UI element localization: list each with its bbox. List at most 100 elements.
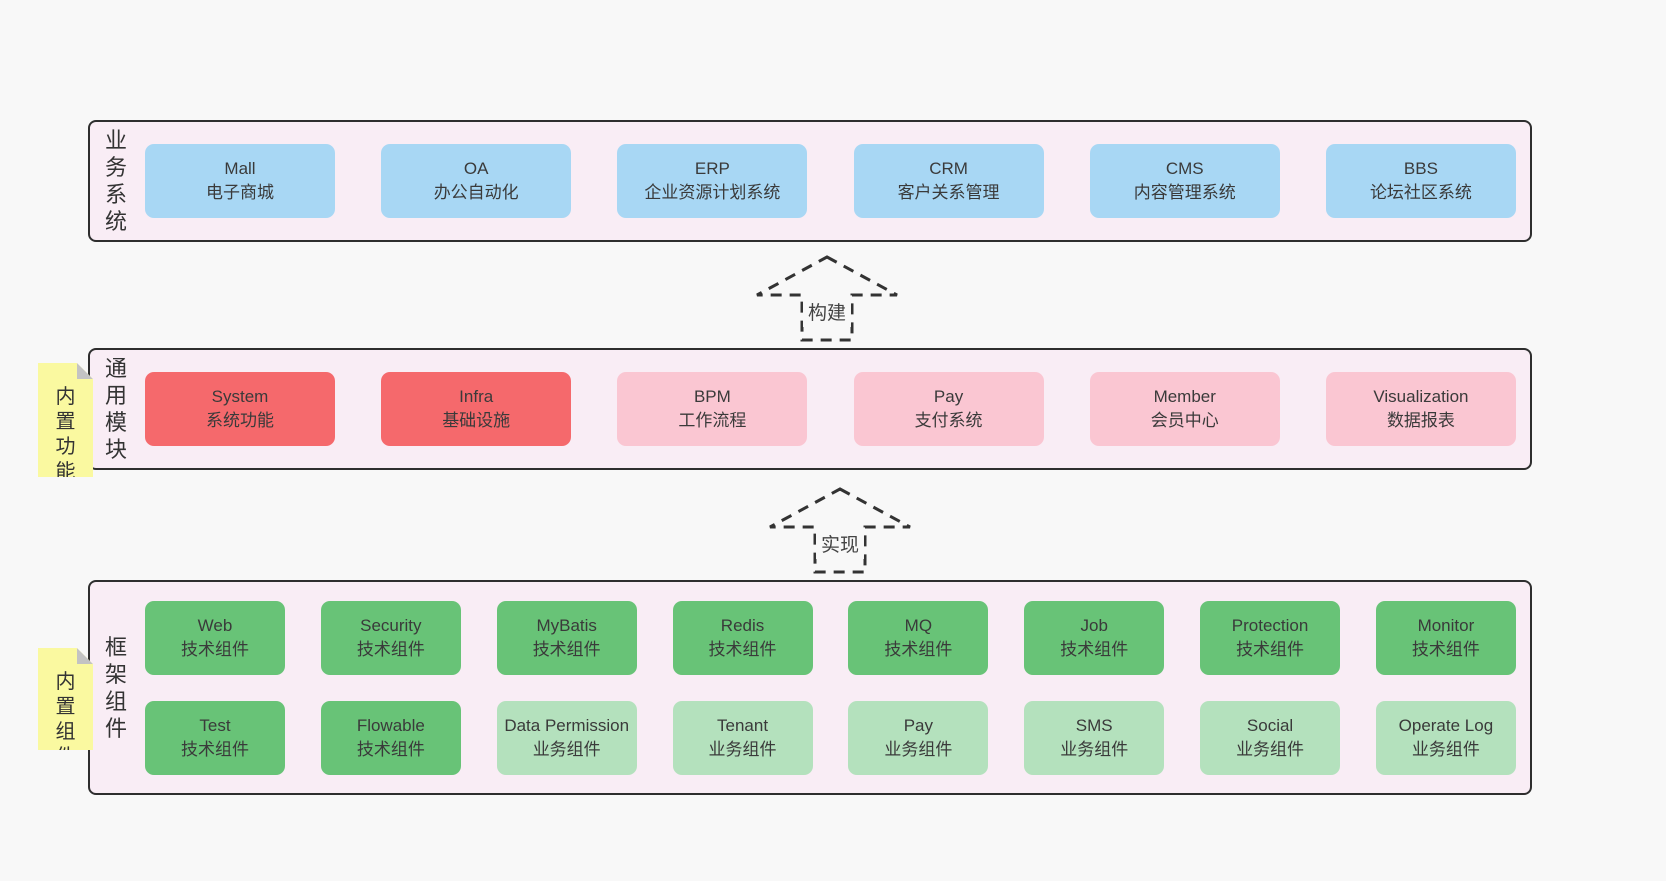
up-arrow-implement: 实现 [765, 486, 915, 576]
box-subtitle: 技术组件 [1060, 639, 1129, 659]
box-title: MQ [904, 615, 933, 635]
box-title: Mall [224, 159, 256, 178]
panel-components-label: 框架组件 [104, 634, 127, 741]
box-title: Redis [720, 615, 765, 635]
box-flowable: Flowable 技术组件 [320, 700, 461, 775]
box-subtitle: 技术组件 [1236, 639, 1305, 659]
box-title: Pay [903, 715, 934, 735]
box-pay-module: Pay 支付系统 [853, 372, 1044, 446]
box-title: Visualization [1373, 387, 1469, 406]
arrow-implement-label: 实现 [815, 528, 865, 559]
box-subtitle: 系统功能 [206, 411, 274, 430]
box-title: Tenant [717, 715, 769, 735]
box-title: Test [199, 715, 231, 735]
up-arrow-icon [769, 487, 911, 574]
box-mq: MQ 技术组件 [848, 600, 989, 675]
box-subtitle: 论坛社区系统 [1369, 183, 1472, 202]
up-arrow-build: 构建 [752, 254, 902, 344]
sticky-note-label: 内置功能 [55, 386, 76, 483]
box-visualization: Visualization 数据报表 [1325, 372, 1516, 446]
box-system: System 系统功能 [145, 372, 335, 446]
box-title: Data Permission [504, 715, 630, 735]
box-subtitle: 技术组件 [356, 639, 425, 659]
box-title: ERP [694, 159, 730, 178]
box-subtitle: 技术组件 [356, 739, 425, 759]
box-data-permission: Data Permission 业务组件 [496, 700, 637, 775]
box-subtitle: 支付系统 [914, 411, 983, 430]
box-subtitle: 业务组件 [1060, 739, 1129, 759]
box-redis: Redis 技术组件 [672, 600, 813, 675]
box-monitor: Monitor 技术组件 [1375, 600, 1516, 675]
up-arrow-icon [756, 255, 898, 342]
box-title: BBS [1403, 159, 1438, 178]
box-subtitle: 业务组件 [532, 739, 601, 759]
box-subtitle: 业务组件 [884, 739, 953, 759]
box-crm: CRM 客户关系管理 [853, 144, 1044, 218]
box-bpm: BPM 工作流程 [617, 372, 808, 446]
box-subtitle: 业务组件 [708, 739, 777, 759]
box-subtitle: 业务组件 [1411, 739, 1480, 759]
box-subtitle: 工作流程 [678, 411, 747, 430]
box-subtitle: 技术组件 [884, 639, 953, 659]
box-subtitle: 技术组件 [1411, 639, 1480, 659]
box-subtitle: 业务组件 [1236, 739, 1305, 759]
arrow-build-label: 构建 [802, 296, 852, 327]
box-title: Pay [933, 387, 964, 406]
business-boxes-row: Mall 电子商城 OA 办公自动化 ERP 企业资源计划系统 CRM 客户关系… [145, 144, 1516, 218]
box-mall: Mall 电子商城 [145, 144, 335, 218]
box-title: CMS [1165, 159, 1204, 178]
box-bbs: BBS 论坛社区系统 [1325, 144, 1516, 218]
box-subtitle: 基础设施 [442, 411, 511, 430]
box-subtitle: 技术组件 [181, 639, 249, 659]
box-title: Flowable [356, 715, 425, 735]
box-title: Monitor [1417, 615, 1475, 635]
components-row-1: Web 技术组件 Security 技术组件 MyBatis 技术组件 Redi… [145, 600, 1516, 675]
sticky-note-label: 内置组件 [55, 671, 76, 768]
box-title: Infra [459, 387, 494, 406]
box-pay-component: Pay 业务组件 [848, 700, 989, 775]
box-job: Job 技术组件 [1024, 600, 1165, 675]
box-tenant: Tenant 业务组件 [672, 700, 813, 775]
panel-framework-components: 框架组件 Web 技术组件 Security 技术组件 MyBatis 技术组件… [88, 580, 1532, 795]
box-oa: OA 办公自动化 [381, 144, 572, 218]
box-subtitle: 内容管理系统 [1133, 183, 1236, 202]
box-subtitle: 办公自动化 [433, 183, 519, 202]
box-cms: CMS 内容管理系统 [1089, 144, 1280, 218]
sticky-note-builtin-features: 内置功能 [38, 363, 93, 477]
box-title: Security [360, 615, 422, 635]
box-title: Web [197, 615, 233, 635]
box-title: BPM [693, 387, 731, 406]
panel-business-label: 业务系统 [104, 128, 127, 234]
box-web: Web 技术组件 [145, 600, 285, 675]
box-title: Social [1246, 715, 1294, 735]
box-subtitle: 客户关系管理 [897, 183, 1000, 202]
box-mybatis: MyBatis 技术组件 [496, 600, 637, 675]
box-sms: SMS 业务组件 [1024, 700, 1165, 775]
box-title: Member [1153, 387, 1216, 406]
box-security: Security 技术组件 [320, 600, 461, 675]
box-title: System [211, 387, 269, 406]
box-erp: ERP 企业资源计划系统 [617, 144, 808, 218]
box-title: CRM [929, 159, 968, 178]
box-title: Job [1080, 615, 1108, 635]
box-subtitle: 数据报表 [1386, 411, 1455, 430]
box-protection: Protection 技术组件 [1200, 600, 1341, 675]
modules-boxes-row: System 系统功能 Infra 基础设施 BPM 工作流程 Pay 支付系统… [145, 372, 1516, 446]
panel-modules-label: 通用模块 [104, 356, 127, 462]
box-title: Protection [1231, 615, 1309, 635]
box-infra: Infra 基础设施 [381, 372, 572, 446]
box-subtitle: 技术组件 [708, 639, 777, 659]
box-subtitle: 技术组件 [532, 639, 601, 659]
sticky-note-builtin-components: 内置组件 [38, 648, 93, 750]
panel-business-systems: 业务系统 Mall 电子商城 OA 办公自动化 ERP 企业资源计划系统 CRM… [88, 120, 1532, 242]
box-subtitle: 企业资源计划系统 [644, 183, 781, 202]
box-title: OA [463, 159, 489, 178]
box-test: Test 技术组件 [145, 700, 285, 775]
box-subtitle: 电子商城 [206, 183, 274, 202]
box-subtitle: 技术组件 [181, 739, 249, 759]
components-row-2: Test 技术组件 Flowable 技术组件 Data Permission … [145, 700, 1516, 775]
box-social: Social 业务组件 [1200, 700, 1341, 775]
panel-common-modules: 通用模块 System 系统功能 Infra 基础设施 BPM 工作流程 Pay… [88, 348, 1532, 470]
box-subtitle: 会员中心 [1150, 411, 1219, 430]
